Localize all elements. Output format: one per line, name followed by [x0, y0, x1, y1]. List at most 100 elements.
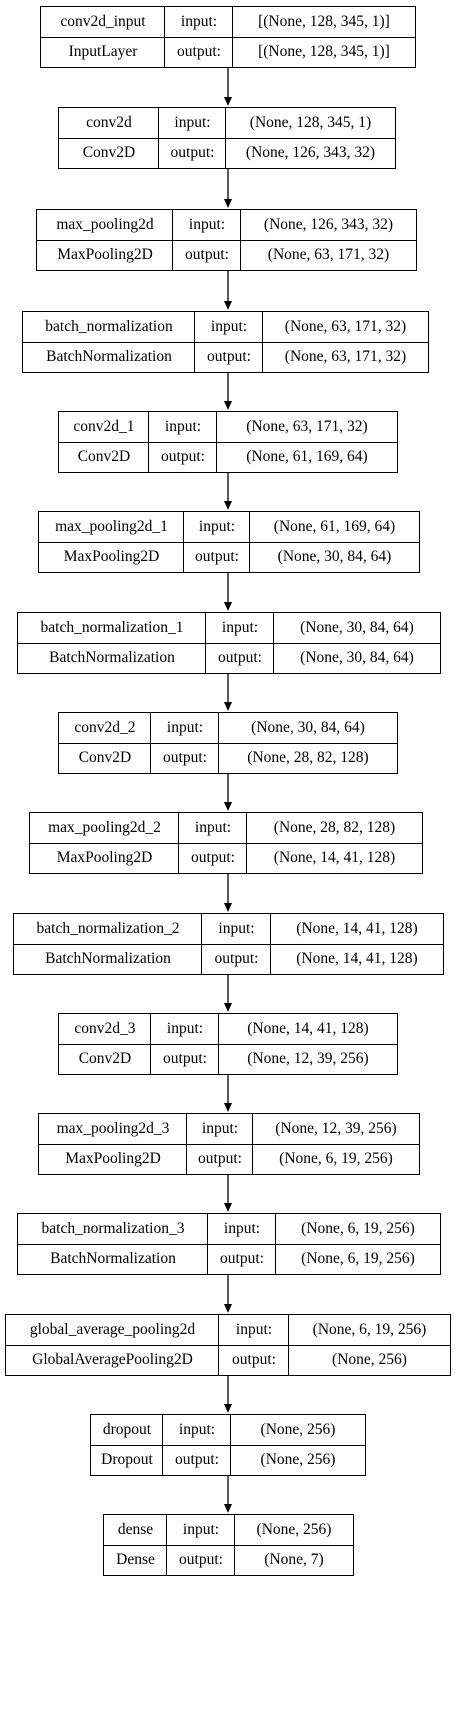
input-label: input: [198, 518, 236, 535]
column-divider [262, 312, 263, 372]
output-shape: (None, 28, 82, 128) [247, 749, 369, 766]
output-label: output: [207, 348, 251, 365]
layer-node: max_pooling2d_1 input: (None, 61, 169, 64)… [38, 511, 420, 573]
column-divider [218, 1315, 219, 1375]
layer-node: batch_normalization input: (None, 63, 171,… [22, 311, 429, 373]
layer-name: batch_normalization_2 [36, 920, 180, 937]
input-label: input: [178, 1421, 216, 1438]
arrowhead-icon [224, 1304, 232, 1313]
arrowhead-icon [224, 1003, 232, 1012]
input-label: input: [164, 418, 202, 435]
arrowhead-icon [224, 501, 232, 510]
layer-type: Dense [116, 1551, 155, 1568]
layer-type: Dropout [101, 1451, 153, 1468]
input-shape: (None, 256) [256, 1521, 332, 1538]
input-shape: (None, 126, 343, 32) [263, 216, 394, 233]
column-divider [252, 1114, 253, 1174]
input-shape: (None, 6, 19, 256) [312, 1321, 427, 1338]
column-divider [164, 7, 165, 67]
output-label: output: [163, 1050, 207, 1067]
output-shape: [(None, 128, 345, 1)] [258, 43, 390, 60]
arrowhead-icon [224, 199, 232, 208]
layer-name: batch_normalization_3 [41, 1220, 185, 1237]
layer-type: BatchNormalization [49, 649, 175, 666]
input-label: input: [210, 318, 248, 335]
arrowhead-icon [224, 802, 232, 811]
arrowhead-icon [224, 401, 232, 410]
layer-type: Conv2D [77, 448, 131, 465]
column-divider [249, 512, 250, 572]
column-divider [216, 412, 217, 472]
arrowhead-icon [224, 1103, 232, 1112]
output-shape: (None, 30, 84, 64) [277, 548, 392, 565]
input-shape: (None, 28, 82, 128) [273, 819, 396, 836]
output-shape: (None, 256) [332, 1351, 407, 1368]
arrowhead-icon [224, 301, 232, 310]
column-divider [240, 210, 241, 270]
output-shape: (None, 63, 171, 32) [284, 348, 407, 365]
column-divider [225, 108, 226, 168]
column-divider [172, 210, 173, 270]
layer-node: dropout input: (None, 256) Dropout output: (N… [90, 1414, 366, 1476]
input-shape: (None, 256) [260, 1421, 336, 1438]
layer-name: dropout [102, 1421, 152, 1438]
layer-type: Conv2D [78, 1050, 132, 1067]
input-shape: (None, 6, 19, 256) [301, 1220, 415, 1237]
input-label: input: [166, 719, 204, 736]
input-shape: (None, 61, 169, 64) [273, 518, 396, 535]
input-label: input: [188, 216, 226, 233]
layer-name: dense [117, 1521, 154, 1538]
output-label: output: [220, 1250, 264, 1267]
layer-input-row: max_pooling2d_1 input: (None, 61, 169, 64) [39, 512, 419, 543]
column-divider [150, 1014, 151, 1074]
input-shape: (None, 12, 39, 256) [275, 1120, 397, 1137]
column-divider [275, 1214, 276, 1274]
output-shape: (None, 6, 19, 256) [279, 1150, 393, 1167]
column-divider [186, 1114, 187, 1174]
output-label: output: [191, 849, 235, 866]
arrowhead-icon [224, 97, 232, 106]
output-label: output: [177, 43, 221, 60]
output-shape: (None, 7) [264, 1551, 324, 1568]
column-divider [218, 1014, 219, 1074]
layer-name: conv2d_3 [74, 1020, 136, 1037]
layer-name: batch_normalization [45, 318, 173, 335]
output-label: output: [179, 1551, 223, 1568]
input-shape: (None, 14, 41, 128) [247, 1020, 369, 1037]
arrowhead-icon [224, 702, 232, 711]
output-label: output: [175, 1451, 219, 1468]
layer-name: conv2d_1 [73, 418, 135, 435]
output-label: output: [170, 144, 215, 161]
layer-name: max_pooling2d_1 [55, 518, 168, 535]
layer-name: batch_normalization_1 [40, 619, 184, 636]
arrowhead-icon [224, 1203, 232, 1212]
input-label: input: [174, 114, 211, 131]
column-divider [194, 312, 195, 372]
arrowhead-icon [224, 903, 232, 912]
output-shape: (None, 256) [260, 1451, 336, 1468]
layer-name: conv2d_input [60, 13, 146, 30]
layer-name: global_average_pooling2d [29, 1321, 196, 1338]
